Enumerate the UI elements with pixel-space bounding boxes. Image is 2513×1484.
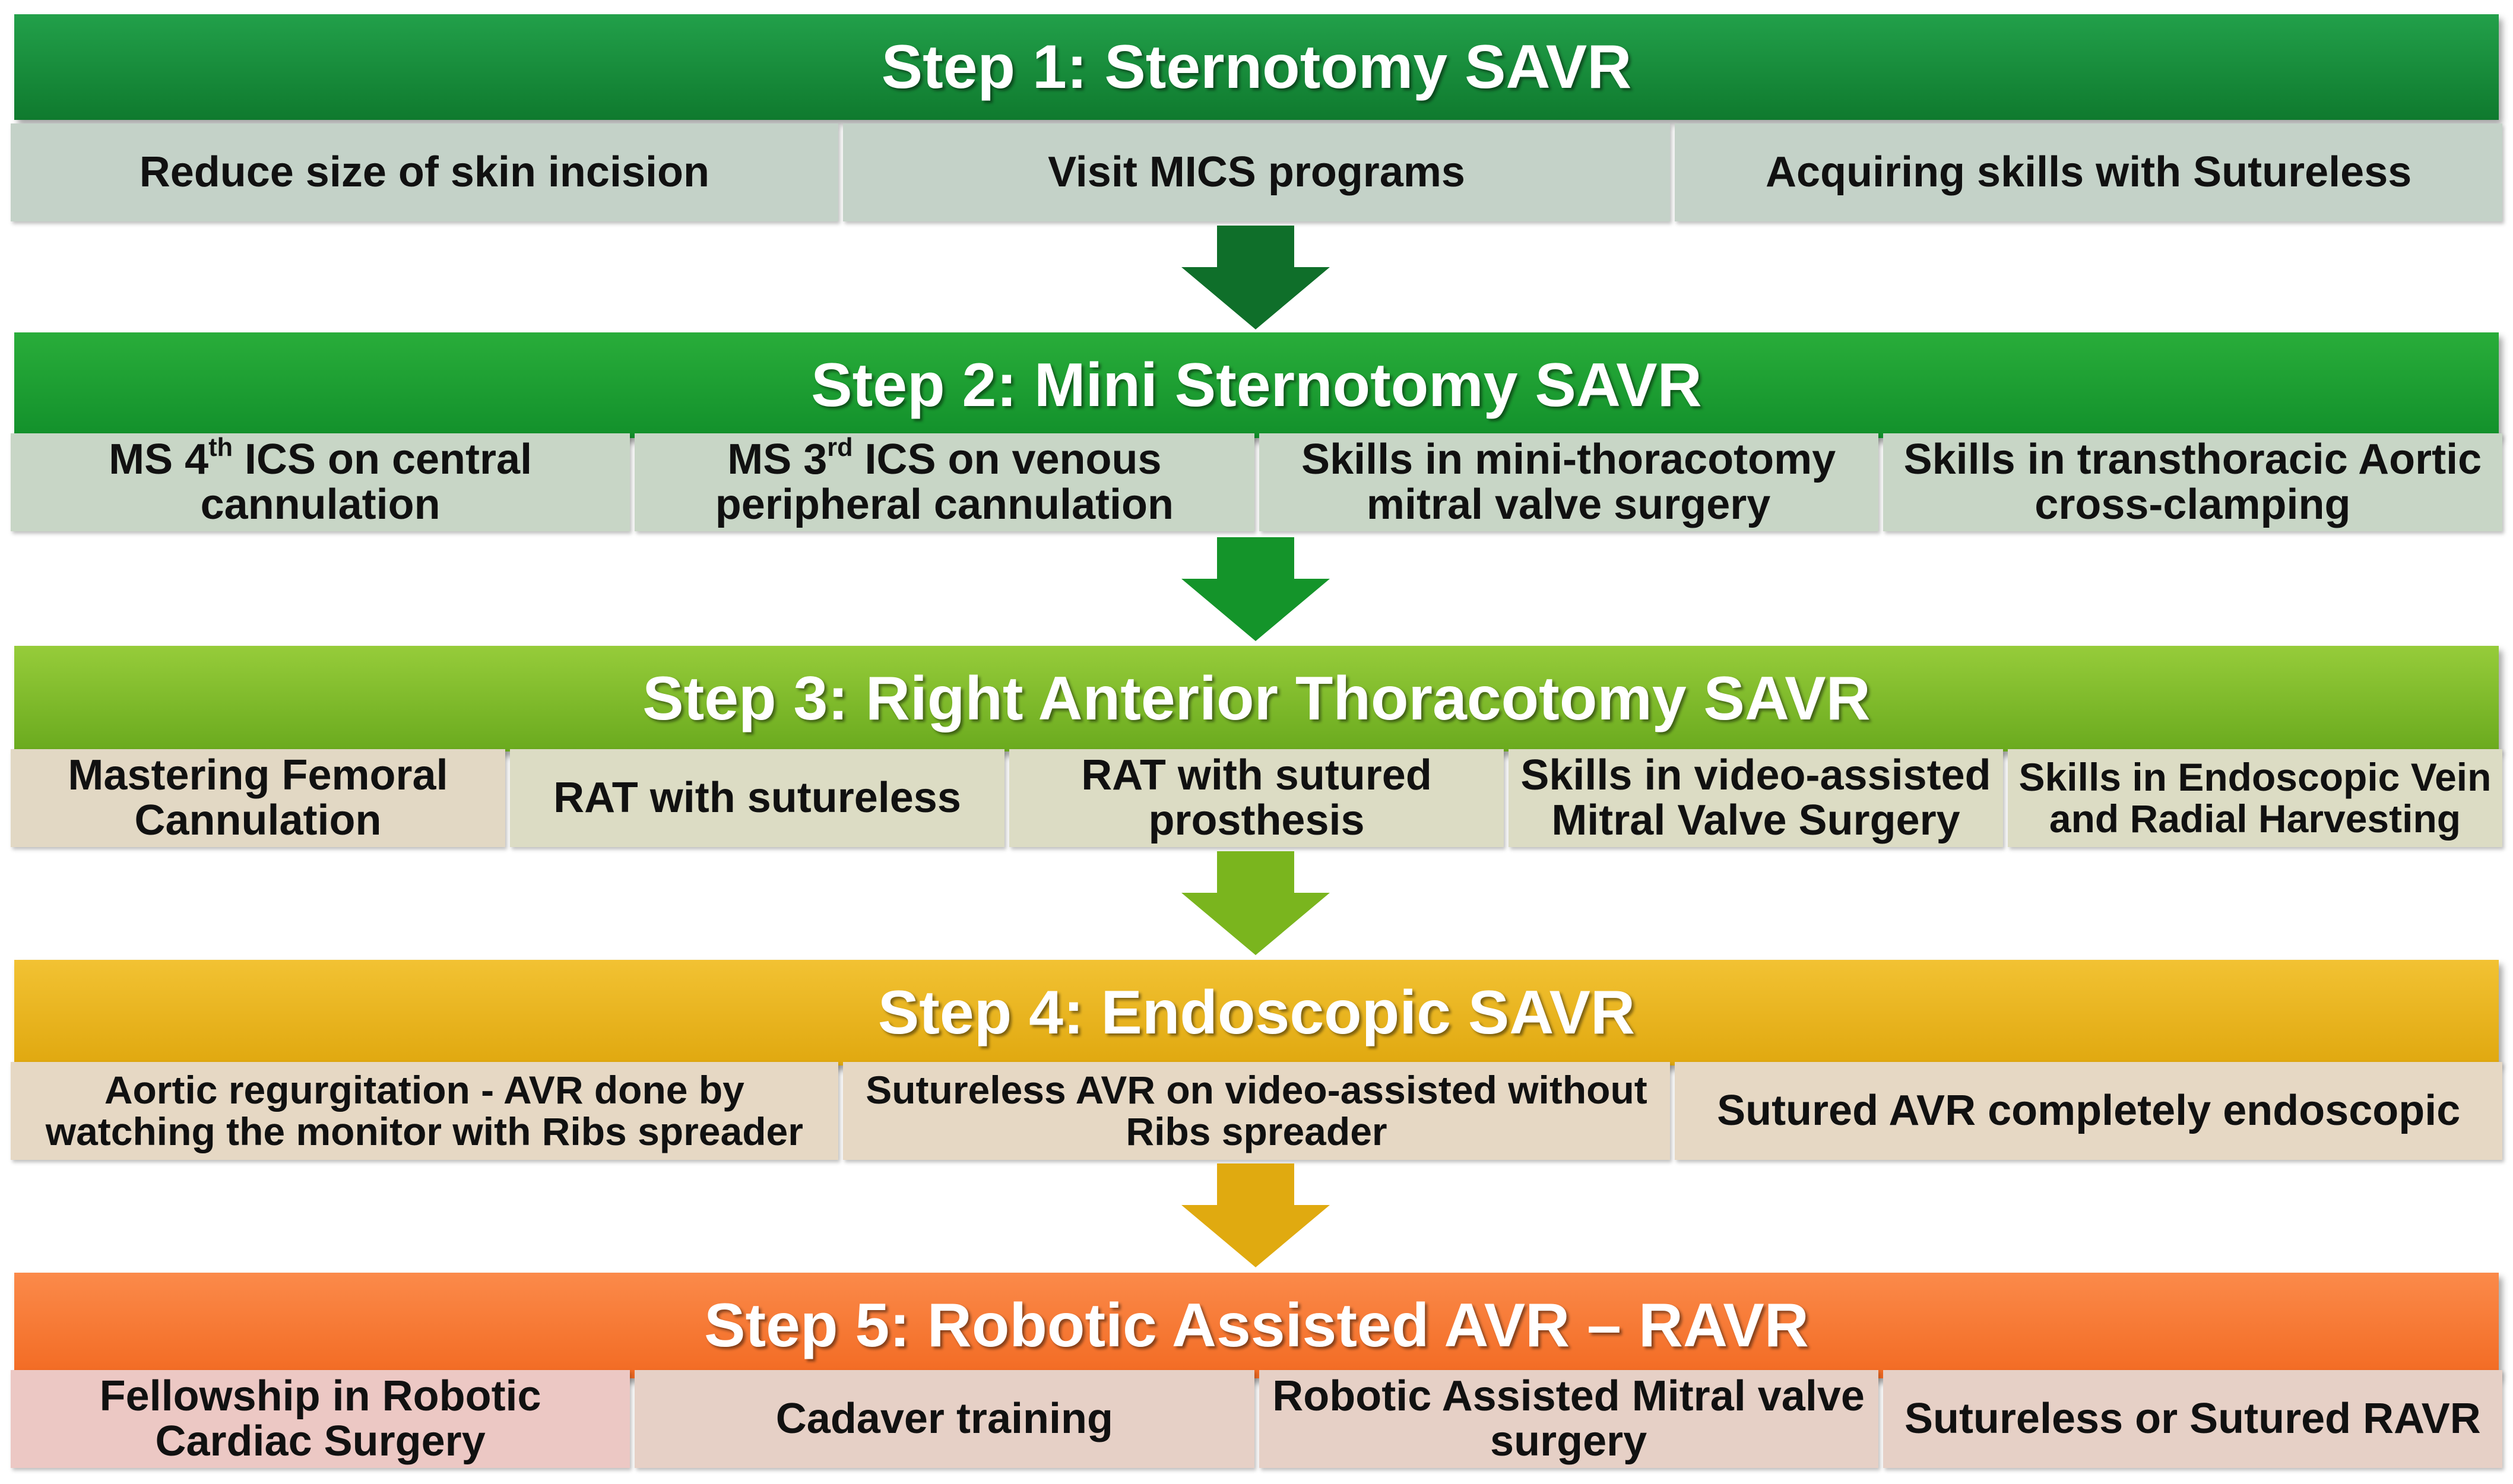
step-2-items: MS 4th ICS on central cannulation MS 3rd… bbox=[11, 433, 2502, 531]
step-2-item: MS 4th ICS on central cannulation bbox=[11, 433, 630, 531]
step-1-item: Acquiring skills with Sutureless bbox=[1675, 123, 2503, 221]
step-3-items: Mastering Femoral Cannulation RAT with s… bbox=[11, 749, 2502, 847]
step-4-item: Aortic regurgitation - AVR done by watch… bbox=[11, 1062, 838, 1160]
step-3-item: Mastering Femoral Cannulation bbox=[11, 749, 505, 847]
step-3-item: RAT with sutureless bbox=[510, 749, 1004, 847]
step-5-title: Step 5: Robotic Assisted AVR – RAVR bbox=[704, 1290, 1809, 1360]
step-3-item: RAT with sutured prosthesis bbox=[1009, 749, 1504, 847]
step-5-item: Fellowship in Robotic Cardiac Surgery bbox=[11, 1370, 630, 1468]
step-5-header: Step 5: Robotic Assisted AVR – RAVR bbox=[14, 1273, 2499, 1378]
step-1-header: Step 1: Sternotomy SAVR bbox=[14, 14, 2499, 120]
step-5-item: Cadaver training bbox=[635, 1370, 1254, 1468]
step-3-title: Step 3: Right Anterior Thoracotomy SAVR bbox=[642, 664, 1871, 733]
step-2-item: Skills in transthoracic Aortic cross-cla… bbox=[1883, 433, 2502, 531]
step-1-item: Visit MICS programs bbox=[842, 123, 1671, 221]
down-arrow-icon bbox=[1181, 226, 1330, 329]
step-3-item: Skills in video-assisted Mitral Valve Su… bbox=[1509, 749, 2003, 847]
step-5-item: Sutureless or Sutured RAVR bbox=[1883, 1370, 2502, 1468]
step-1-items: Reduce size of skin incision Visit MICS … bbox=[11, 123, 2503, 221]
down-arrow-icon bbox=[1181, 537, 1330, 641]
step-4-items: Aortic regurgitation - AVR done by watch… bbox=[11, 1062, 2503, 1160]
step-4-item: Sutured AVR completely endoscopic bbox=[1675, 1062, 2503, 1160]
step-4-item: Sutureless AVR on video-assisted without… bbox=[842, 1062, 1671, 1160]
step-2-item: MS 3rd ICS on venous peripheral cannulat… bbox=[635, 433, 1254, 531]
step-4-header: Step 4: Endoscopic SAVR bbox=[14, 960, 2499, 1066]
step-2-title: Step 2: Mini Sternotomy SAVR bbox=[811, 350, 1702, 420]
step-2-item: Skills in mini-thoracotomy mitral valve … bbox=[1259, 433, 1878, 531]
step-3-header: Step 3: Right Anterior Thoracotomy SAVR bbox=[14, 646, 2499, 751]
step-2-header: Step 2: Mini Sternotomy SAVR bbox=[14, 332, 2499, 438]
down-arrow-icon bbox=[1181, 851, 1330, 955]
step-1-title: Step 1: Sternotomy SAVR bbox=[881, 32, 1632, 102]
down-arrow-icon bbox=[1181, 1163, 1330, 1267]
step-5-items: Fellowship in Robotic Cardiac Surgery Ca… bbox=[11, 1370, 2502, 1468]
step-4-title: Step 4: Endoscopic SAVR bbox=[877, 978, 1636, 1047]
step-5-item: Robotic Assisted Mitral valve surgery bbox=[1259, 1370, 1878, 1468]
step-3-item: Skills in Endoscopic Vein and Radial Har… bbox=[2008, 749, 2502, 847]
step-1-item: Reduce size of skin incision bbox=[11, 123, 838, 221]
